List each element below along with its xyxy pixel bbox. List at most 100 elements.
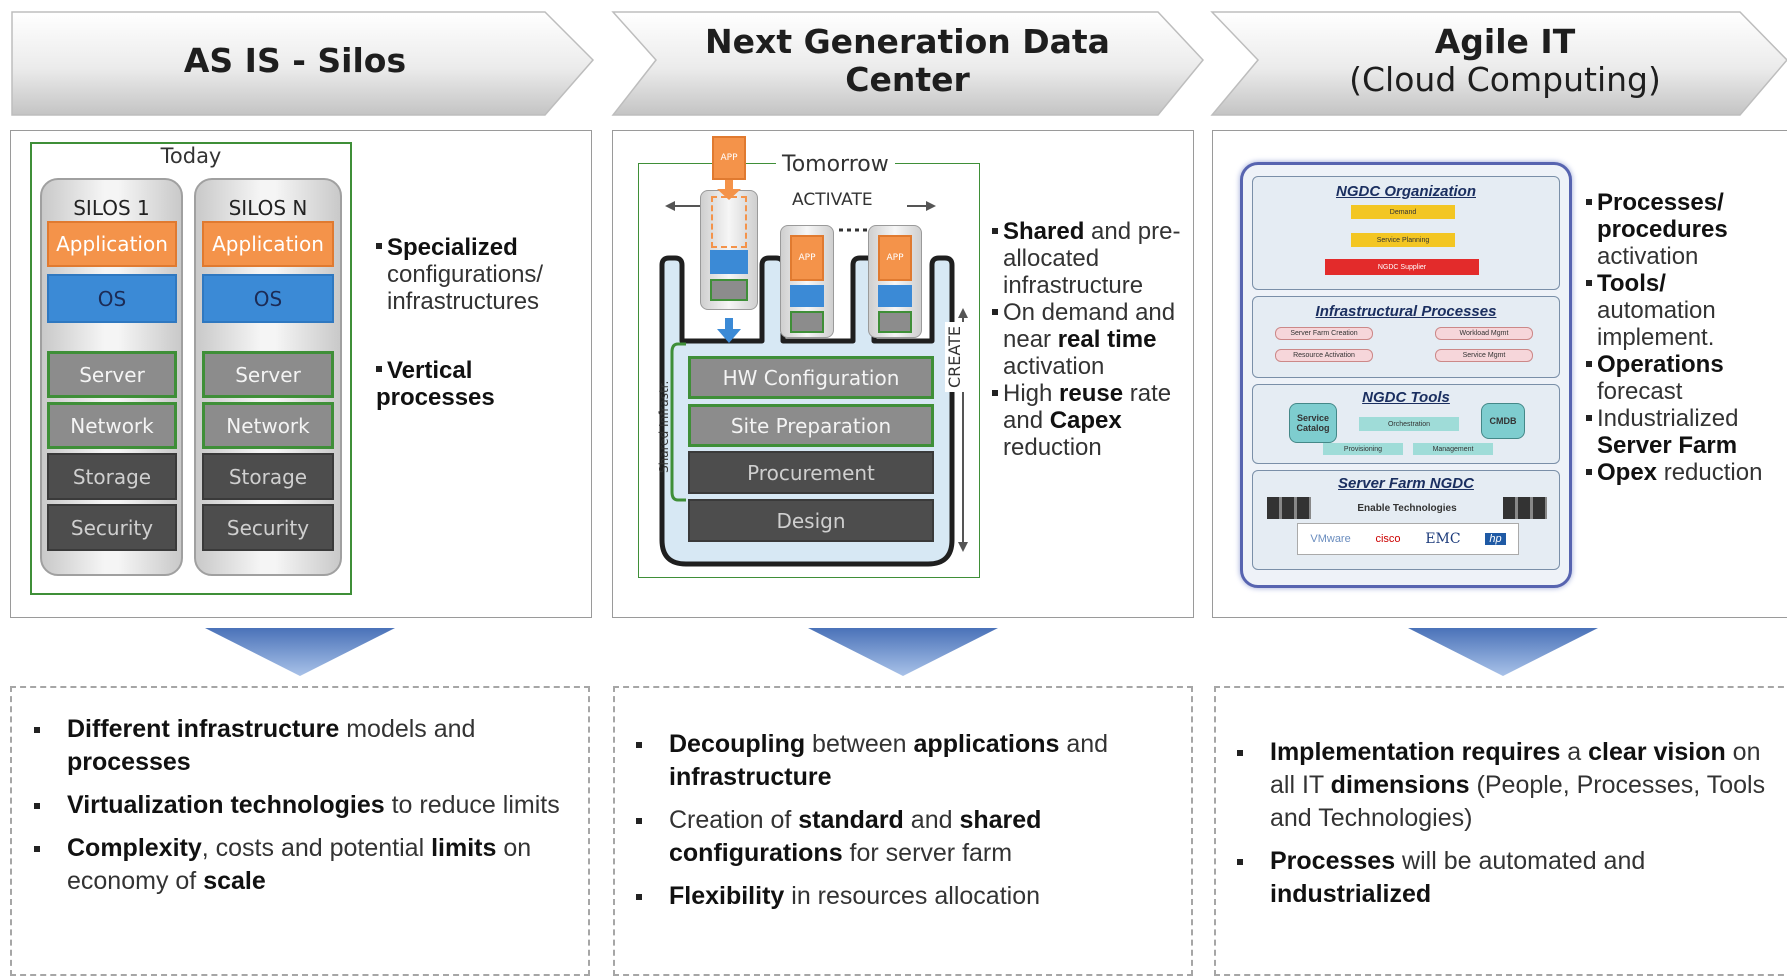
col2-title-text: Next Generation Data Center (705, 22, 1110, 99)
col2-title: Next Generation Data Center (660, 22, 1155, 100)
server-block-new (710, 279, 748, 301)
silo-1-os-layer: OS (47, 274, 177, 323)
silo-n-storage-layer: Storage (202, 453, 334, 500)
down-arrow-2 (808, 628, 998, 676)
summary-3-item-2: Processes will be automated and industri… (1237, 845, 1782, 911)
silo-n-security-layer: Security (202, 504, 334, 551)
app-icon-3: APP (878, 235, 912, 281)
ngdc-organization-title: NGDC Organization (1335, 183, 1476, 200)
app-icon-2: APP (790, 235, 824, 281)
col3-bullet-5: Opex reduction (1586, 459, 1786, 486)
today-label: Today (160, 144, 222, 168)
cmdb-box: CMDB (1481, 403, 1525, 439)
summary-1-item-3: Complexity, costs and potential limits o… (34, 832, 574, 898)
col1-title: AS IS - Silos (60, 22, 530, 100)
server-rack-icon (1503, 497, 1547, 519)
server-block-3 (878, 311, 912, 333)
resource-activation-box: Resource Activation (1275, 349, 1373, 362)
tomorrow-label: Tomorrow (776, 152, 895, 177)
emc-logo: EMC (1425, 531, 1461, 547)
chevron-col1 (11, 11, 595, 116)
procurement-layer: Procurement (688, 451, 934, 494)
summary-list-3: Implementation requires a clear vision o… (1237, 736, 1782, 921)
header-chevrons (11, 11, 1787, 116)
service-mgmt-box: Service Mgmt (1435, 349, 1533, 362)
col2-bullet-1: Shared and pre-allocated infrastructure (992, 218, 1192, 299)
col3-bullet-2: Tools/ automation implement. (1586, 270, 1786, 351)
infrastructural-processes-card: Infrastructural Processes Server Farm Cr… (1252, 296, 1560, 378)
server-farm-creation-box: Server Farm Creation (1275, 327, 1373, 340)
service-planning-box: Service Planning (1351, 233, 1455, 247)
arrow-down-blue-icon (717, 318, 741, 343)
col3-title: Agile IT (Cloud Computing) (1260, 18, 1750, 104)
demand-box: Demand (1351, 205, 1455, 219)
summary-2-item-1: Decoupling between applications and infr… (636, 728, 1181, 794)
silo-n-network-layer: Network (202, 402, 334, 449)
vendor-logos: VMware cisco EMC hp (1297, 523, 1519, 555)
col3-subtitle: (Cloud Computing) (1349, 60, 1661, 99)
summary-2-item-3: Flexibility in resources allocation (636, 880, 1181, 913)
cisco-logo: cisco (1375, 533, 1401, 545)
create-label: CREATE (945, 322, 964, 392)
summary-2-item-2: Creation of standard and shared configur… (636, 804, 1181, 870)
col1-bullet-2: Vertical processes (376, 357, 495, 411)
ngdc-tools-title: NGDC Tools (1362, 389, 1450, 406)
orchestration-box: Orchestration (1359, 417, 1459, 431)
enable-technologies-label: Enable Technologies (1357, 502, 1457, 514)
hp-logo: hp (1485, 533, 1506, 545)
app-icon-incoming: APP (712, 136, 746, 180)
down-arrow-3 (1408, 628, 1598, 676)
chevron-col2 (611, 11, 1204, 116)
col3-bullet-3: Operations forecast (1586, 351, 1786, 405)
silo-n-server-layer: Server (202, 351, 334, 398)
os-block-2 (790, 285, 824, 307)
shared-infra-label: Shared Infrastr. (657, 380, 671, 473)
silo-1-application-layer: Application (47, 221, 177, 267)
silo-1-security-layer: Security (47, 504, 177, 551)
summary-list-1: Different infrastructure models and proc… (34, 713, 574, 908)
management-box: Management (1413, 443, 1493, 455)
today-frame (30, 142, 352, 595)
server-block-2 (790, 311, 824, 333)
server-farm-title: Server Farm NGDC (1338, 475, 1474, 492)
silo-n-application-layer: Application (202, 221, 334, 267)
app-placeholder (711, 196, 747, 248)
vmware-logo: VMware (1310, 533, 1351, 545)
ngdc-supplier-box: NGDC Supplier (1325, 259, 1479, 275)
silo-1-server-layer: Server (47, 351, 177, 398)
server-rack-icon (1267, 497, 1311, 519)
col2-bullet-3: High reuse rate and Capex reduction (992, 380, 1192, 461)
col3-title-text: Agile IT (1434, 22, 1576, 61)
silo-1-title: SILOS 1 (73, 196, 150, 220)
silo-n-title: SILOS N (228, 196, 308, 220)
col2-bullet-2: On demand and near real time activation (992, 299, 1192, 380)
provisioning-box: Provisioning (1323, 443, 1403, 455)
chevron-col3 (1210, 11, 1787, 116)
service-catalog-box: Service Catalog (1289, 403, 1337, 443)
ngdc-tools-card: NGDC Tools Service Catalog Orchestration… (1252, 384, 1560, 464)
summary-1-item-1: Different infrastructure models and proc… (34, 713, 574, 779)
arrow-down-icon (717, 180, 741, 200)
summary-list-2: Decoupling between applications and infr… (636, 728, 1181, 923)
os-block-new (710, 250, 748, 274)
workload-mgmt-box: Workload Mgmt (1435, 327, 1533, 340)
hw-configuration-layer: HW Configuration (688, 356, 934, 399)
os-block-3 (878, 285, 912, 307)
down-arrow-1 (205, 628, 395, 676)
col1-title-text: AS IS - Silos (183, 41, 407, 80)
silo-1-storage-layer: Storage (47, 453, 177, 500)
silo-1-network-layer: Network (47, 402, 177, 449)
activate-label: ACTIVATE (788, 190, 877, 210)
col3-bullet-1: Processes/ procedures activation (1586, 189, 1786, 270)
design-layer: Design (688, 499, 934, 542)
summary-3-item-1: Implementation requires a clear vision o… (1237, 736, 1782, 835)
server-farm-card: Server Farm NGDC Enable Technologies VMw… (1252, 470, 1560, 570)
col1-bullet-1: Specialized configurations/ infrastructu… (376, 234, 586, 315)
infrastructural-processes-title: Infrastructural Processes (1315, 303, 1497, 320)
summary-1-item-2: Virtualization technologies to reduce li… (34, 789, 574, 822)
ngdc-organization-card: NGDC Organization Demand Service Plannin… (1252, 176, 1560, 290)
silo-n-os-layer: OS (202, 274, 334, 323)
col3-bullet-4: Industrialized Server Farm (1586, 405, 1786, 459)
